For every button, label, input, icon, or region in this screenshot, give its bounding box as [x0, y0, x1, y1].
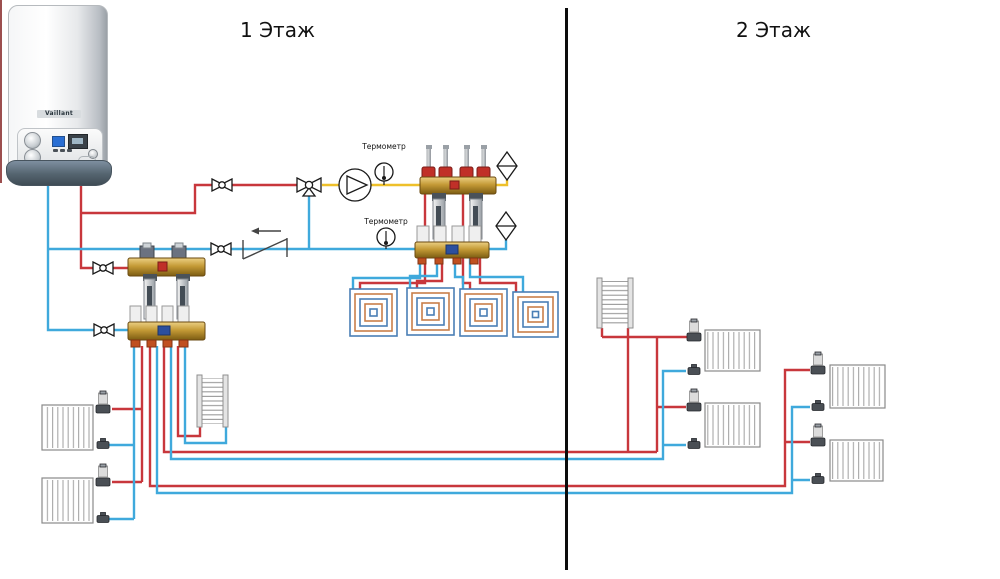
air-vent-icon: [495, 210, 517, 242]
supply-pipes: [79, 182, 810, 488]
boiler-brand-logo: Vaillant: [37, 110, 81, 118]
boiler-button: [53, 149, 58, 152]
boiler-knob-top: [24, 132, 41, 149]
return-lockshields: [96, 364, 825, 523]
radiator-floor1-upper: [41, 404, 94, 451]
boiler-button: [67, 149, 72, 152]
underfloor-coil: [349, 287, 559, 338]
towel-rail-floor1: [196, 374, 229, 428]
radiator-floor2-right-upper: [829, 364, 886, 409]
towel-rail-floor2: [596, 277, 634, 329]
boiler-display-lcd: [68, 134, 88, 149]
thermostatic-valves: [95, 318, 826, 487]
boiler-body: Vaillant: [8, 5, 108, 175]
thermometer-icon: [376, 227, 396, 249]
boiler-bottom-tray: [6, 160, 112, 186]
ball-valve-icon: [211, 177, 233, 193]
radiator-floor2-middle-lower: [704, 402, 761, 448]
boiler-display-small: [52, 136, 65, 147]
pump-icon: [338, 168, 372, 202]
boiler-control-panel: [17, 128, 103, 170]
floor-divider-line: [565, 8, 568, 570]
three-way-mixing-valve-icon: [296, 176, 322, 197]
radiator-manifold: [127, 242, 206, 348]
radiator-floor1-lower: [41, 477, 94, 524]
floor2-label: 2 Этаж: [736, 18, 811, 42]
radiator-floor2-middle-upper: [704, 329, 761, 372]
boiler-button: [60, 149, 65, 152]
underfloor-manifold: [414, 145, 497, 265]
thermometer-icon: [374, 162, 394, 185]
air-vent-icon: [496, 150, 518, 182]
ball-valve-icon: [210, 241, 232, 257]
boiler: Vaillant: [6, 2, 112, 188]
ball-valve-icon: [92, 260, 114, 276]
thermometer-label-return: Термометр: [363, 217, 408, 226]
thermometer-label-supply: Термометр: [361, 142, 406, 151]
radiator-floor2-right-lower: [829, 439, 884, 482]
floor1-label: 1 Этаж: [240, 18, 315, 42]
ball-valve-icon: [93, 322, 115, 338]
check-valve-icon: [242, 227, 288, 260]
edge-pipe-fragment: [0, 0, 2, 183]
